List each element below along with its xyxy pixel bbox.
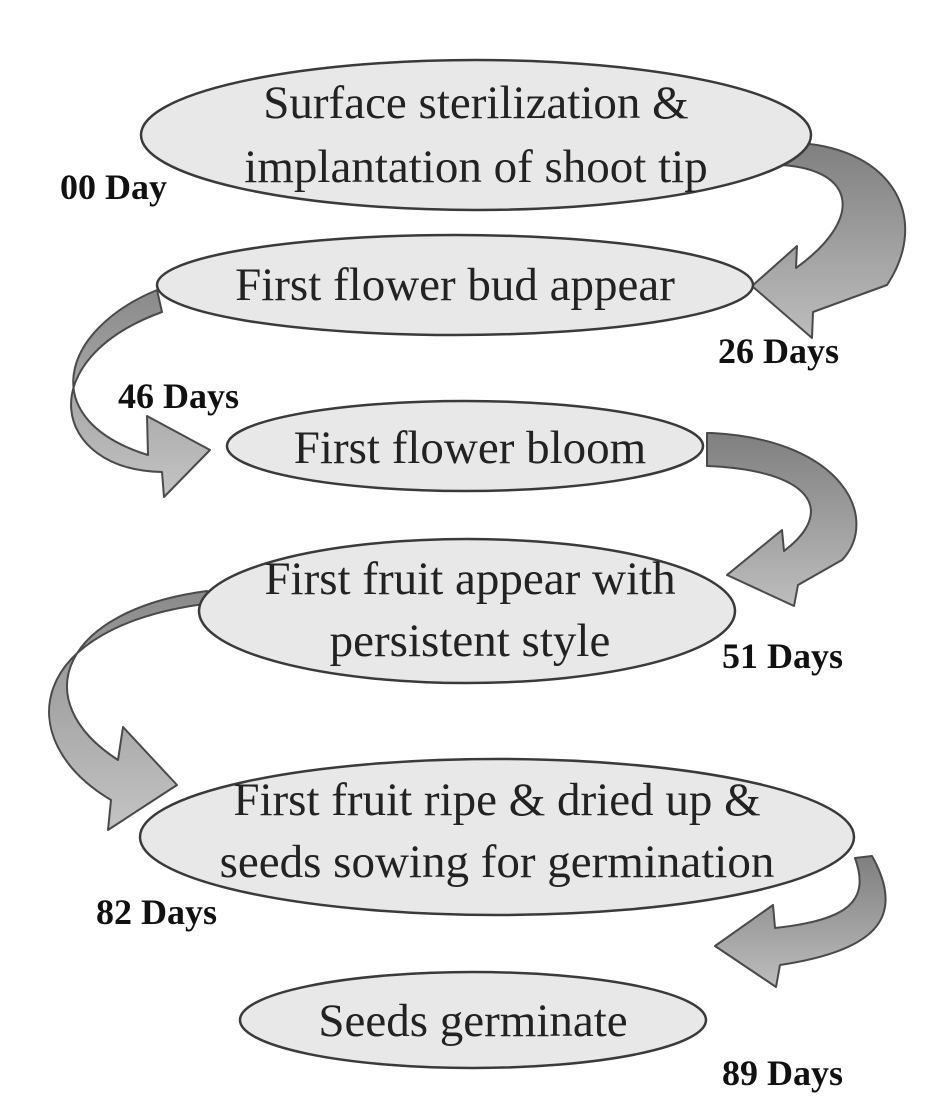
stage-3-line-1: First flower bloom	[294, 422, 646, 474]
stage-4-line-1: First fruit appear with	[264, 553, 675, 605]
day-label-46: 46 Days	[118, 376, 239, 416]
stage-4: First fruit appear with persistent style	[197, 537, 737, 685]
stage-6-line-1: Seeds germinate	[318, 995, 627, 1047]
day-label-89: 89 Days	[722, 1053, 843, 1093]
flow-arrow-3	[706, 432, 858, 607]
stage-1: Surface sterilization & implantation of …	[139, 58, 813, 212]
stage-6: Seeds germinate	[238, 970, 708, 1070]
flow-arrow-2	[70, 289, 211, 498]
day-label-51: 51 Days	[722, 636, 843, 676]
stage-5-line-1: First fruit ripe & dried up &	[233, 774, 760, 826]
flow-arrow-1	[751, 141, 907, 339]
stage-2: First flower bud appear	[155, 233, 755, 337]
day-label-00: 00 Day	[60, 167, 167, 207]
flow-arrow-4	[48, 590, 213, 831]
stage-1-line-2: implantation of shoot tip	[244, 141, 707, 193]
stage-3: First flower bloom	[225, 399, 705, 493]
day-label-26: 26 Days	[718, 331, 839, 371]
stage-1-line-1: Surface sterilization &	[263, 77, 688, 129]
stage-2-line-1: First flower bud appear	[235, 259, 675, 311]
stage-5: First fruit ripe & dried up & seeds sowi…	[138, 757, 856, 917]
stage-4-line-2: persistent style	[330, 615, 611, 667]
flow-arrow-5	[714, 855, 887, 988]
stage-5-line-2: seeds sowing for germination	[220, 836, 775, 888]
day-label-82: 82 Days	[96, 892, 217, 932]
